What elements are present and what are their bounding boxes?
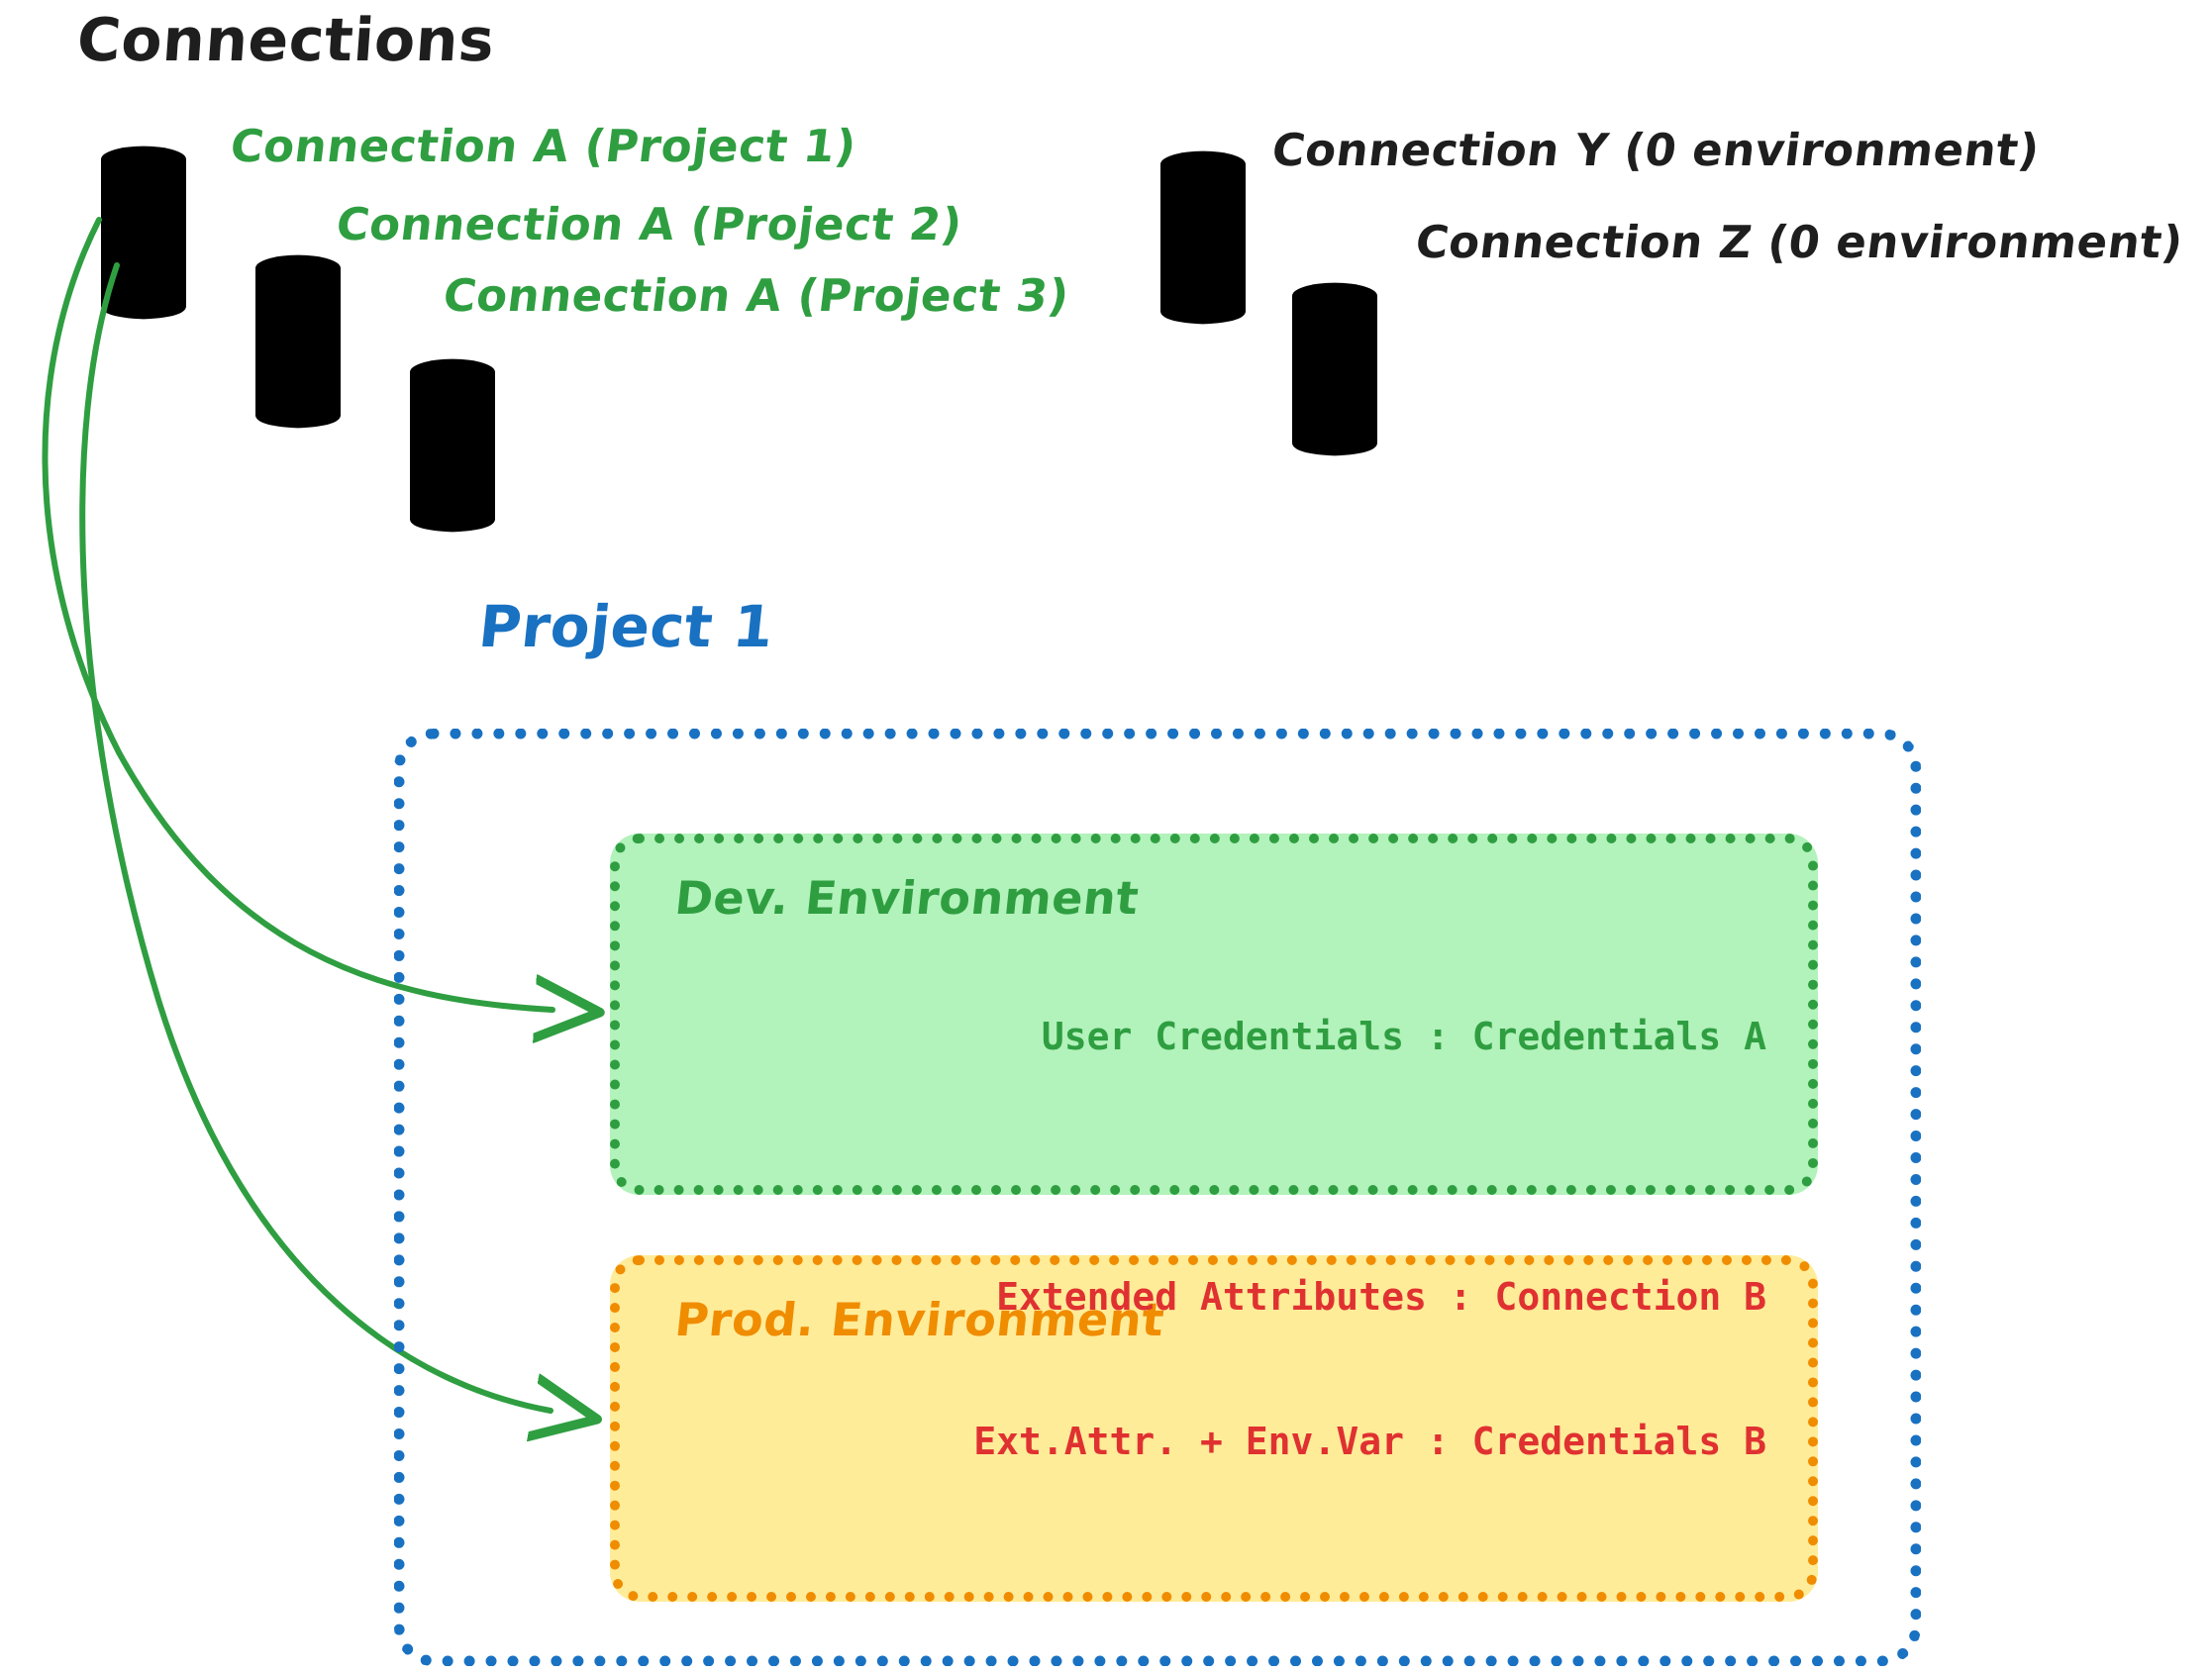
- project-container: [394, 729, 1921, 1666]
- connection-label-y[interactable]: Connection Y (0 environment): [1268, 124, 2043, 176]
- database-icon-connection-z[interactable]: [1292, 282, 1377, 457]
- dev-environment-details: User Credentials : Credentials A: [1042, 917, 1766, 1157]
- prod-detail-line-2: Ext.Attr. + Env.Var : Credentials B: [973, 1420, 1766, 1464]
- database-icon-connection-a1[interactable]: [101, 146, 186, 321]
- database-icon-connection-a3[interactable]: [410, 358, 495, 534]
- prod-environment-box[interactable]: Prod. Environment Extended Attributes : …: [610, 1255, 1818, 1602]
- dev-detail-line-1: User Credentials : Credentials A: [1041, 1015, 1766, 1059]
- page-title: Connections: [74, 6, 497, 75]
- database-icon-connection-y[interactable]: [1160, 150, 1246, 326]
- database-icon-connection-a2[interactable]: [255, 254, 341, 430]
- prod-detail-line-1: Extended Attributes : Connection B: [996, 1275, 1766, 1320]
- project-title: Project 1: [475, 593, 777, 660]
- connection-label-a3[interactable]: Connection A (Project 3): [440, 269, 1072, 322]
- prod-environment-details: Extended Attributes : Connection B Ext.A…: [973, 1177, 1766, 1562]
- connection-label-a1[interactable]: Connection A (Project 1): [227, 120, 859, 172]
- connection-label-a2[interactable]: Connection A (Project 2): [333, 198, 965, 250]
- connection-label-z[interactable]: Connection Z (0 environment): [1412, 216, 2186, 268]
- dev-environment-box[interactable]: Dev. Environment User Credentials : Cred…: [610, 834, 1818, 1195]
